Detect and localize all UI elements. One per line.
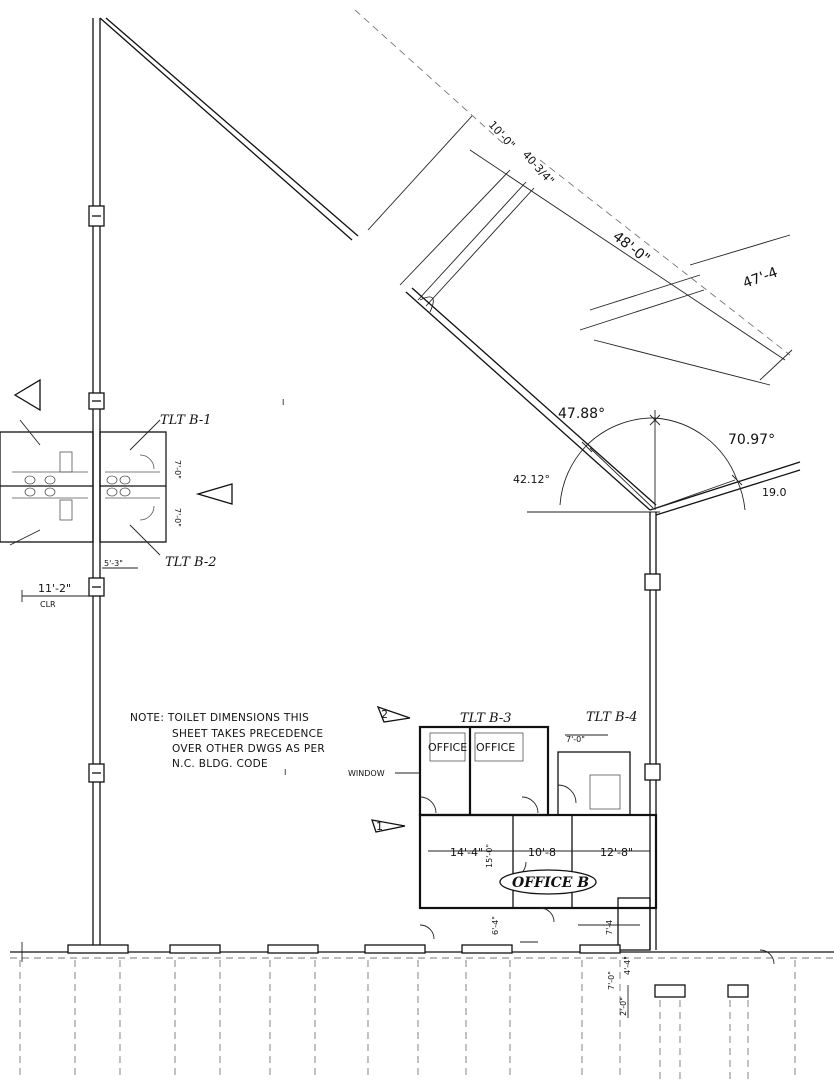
dim-10-0: 10'-0": [486, 118, 518, 151]
dim-11-2: 11'-2": [38, 582, 71, 595]
toilet-block-left: [0, 419, 167, 602]
label-window: WINDOW: [348, 769, 385, 778]
bottom-wall: [10, 941, 834, 1080]
note-block: NOTE: TOILET DIMENSIONS THIS SHEET TAKES…: [130, 712, 325, 770]
dim-7-0-top: 7'-0": [173, 460, 182, 479]
dim-15-0: 15'-0": [485, 844, 494, 868]
small-mark: I: [282, 398, 284, 407]
section-arrow-a: [13, 378, 41, 412]
dim-14-4: 14'-4": [450, 846, 483, 859]
angle-19: 19.0: [762, 486, 787, 499]
column-mark: [644, 763, 661, 781]
dim-6-4: 6'-4": [491, 916, 500, 935]
dim-10-8: 10'-8: [528, 846, 556, 859]
angle-42-12: 42.12°: [513, 473, 550, 486]
column-mark: [644, 573, 661, 591]
section-arrow-b: [195, 483, 233, 505]
dim-12-8: 12'-8": [600, 846, 633, 859]
section-arrow-1: [371, 819, 406, 833]
dim-40-3-4: 40-3/4": [520, 148, 557, 187]
left-wall: [88, 18, 105, 950]
label-office-left: OFFICE: [428, 741, 467, 754]
label-office-right: OFFICE: [476, 741, 515, 754]
section-number-1: 1: [376, 820, 383, 833]
label-tlt-b3: TLT B-3: [460, 711, 512, 726]
section-arrow-2: [376, 705, 411, 723]
label-tlt-b2: TLT B-2: [165, 555, 217, 570]
clr-label: CLR: [40, 600, 56, 609]
angle-47-88: 47.88°: [558, 406, 605, 422]
dim-7-0-mid: 7'-0": [173, 508, 182, 527]
note-line-2: SHEET TAKES PRECEDENCE: [172, 728, 323, 740]
note-line-3: OVER OTHER DWGS AS PER: [172, 743, 325, 755]
dim-4-4: 4'-4": [623, 956, 632, 975]
label-tlt-b4: TLT B-4: [586, 710, 638, 725]
diagonal-walls: [99, 9, 801, 516]
label-office-b: OFFICE B: [512, 875, 589, 891]
dim-47-4: 47'-4: [741, 265, 780, 292]
small-mark: I: [284, 768, 286, 777]
note-line-1: NOTE: TOILET DIMENSIONS THIS: [130, 712, 309, 724]
office-block: [418, 725, 658, 951]
label-tlt-b1: TLT B-1: [160, 413, 212, 428]
dim-7-4: 7'-4: [605, 920, 614, 935]
dim-2-0: 2'-0": [619, 997, 628, 1016]
dim-7-0-low: 7'-0": [607, 971, 616, 990]
angle-70-97: 70.97°: [728, 432, 775, 448]
right-wall: [644, 512, 661, 950]
note-line-4: N.C. BLDG. CODE: [172, 758, 268, 770]
section-number-2: 2: [381, 708, 388, 721]
dim-7-0-b4: 7'-0": [566, 735, 585, 744]
angle-arcs: [559, 410, 746, 511]
dim-5-3: 5'-3": [104, 559, 123, 568]
